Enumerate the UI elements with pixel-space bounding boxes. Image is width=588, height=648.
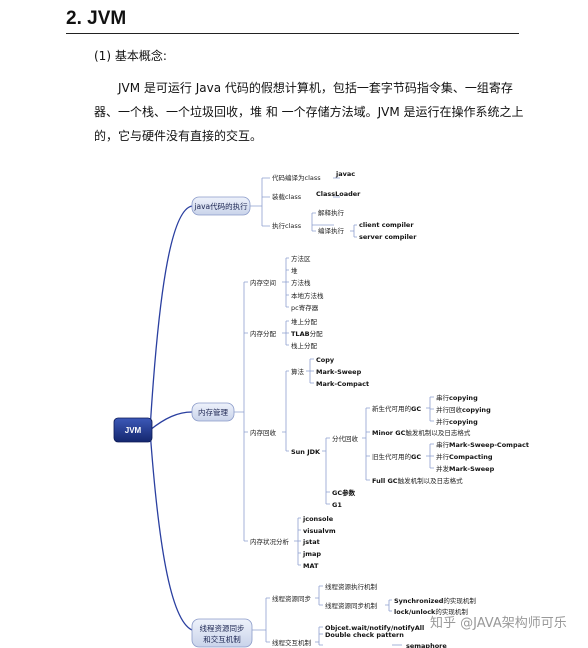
map-item: 栈上分配 bbox=[291, 341, 318, 350]
map-item: 并行copying bbox=[436, 417, 478, 426]
map-item: server compiler bbox=[359, 233, 417, 241]
map-item: Synchronized的实现机制 bbox=[394, 596, 476, 605]
root-label: JVM bbox=[125, 426, 142, 435]
map-item: Mark-Sweep bbox=[316, 368, 362, 376]
map-item: 本地方法栈 bbox=[291, 291, 324, 300]
map-item: jstat bbox=[302, 538, 320, 546]
map-item: Mark-Compact bbox=[316, 380, 369, 388]
map-item: 线程资源执行机制 bbox=[325, 582, 378, 591]
main-branches bbox=[149, 205, 193, 631]
map-item: 并行Compacting bbox=[436, 452, 493, 461]
map-item: 内存状况分析 bbox=[250, 537, 290, 546]
map-item: 方法栈 bbox=[291, 278, 311, 287]
map-item: jconsole bbox=[302, 515, 334, 523]
map-item: 线程资源同步机制 bbox=[325, 601, 378, 610]
map-item: javac bbox=[335, 170, 355, 178]
node-thread-sync-label-1: 线程资源同步 bbox=[200, 623, 245, 633]
map-item: pc寄存器 bbox=[291, 303, 319, 312]
paragraph: JVM 是可运行 Java 代码的假想计算机，包括一套字节码指令集、一组寄存器、… bbox=[94, 76, 524, 148]
map-item: 编译执行 bbox=[318, 226, 345, 235]
sub-branches bbox=[234, 177, 434, 646]
map-item: semaphore bbox=[406, 642, 447, 648]
node-memory-management: 内存管理 bbox=[191, 402, 235, 422]
map-item: Full GC触发机制以及日志格式 bbox=[372, 476, 463, 485]
map-item: jmap bbox=[302, 550, 321, 558]
map-item: ClassLoader bbox=[316, 190, 361, 198]
map-item: 并行回收copying bbox=[436, 405, 491, 414]
section-heading: 2. JVM bbox=[66, 8, 127, 29]
heading-rule bbox=[66, 33, 519, 34]
node-thread-sync-label-2: 和交互机制 bbox=[203, 634, 241, 644]
node-java-execution-label: java代码的执行 bbox=[193, 201, 248, 211]
map-item: client compiler bbox=[359, 221, 414, 229]
map-item: G1 bbox=[332, 501, 342, 509]
node-thread-sync: 线程资源同步 和交互机制 bbox=[191, 618, 253, 648]
node-java-execution: java代码的执行 bbox=[191, 196, 251, 216]
map-item: 内存回收 bbox=[250, 428, 277, 437]
map-item: 装载class bbox=[272, 192, 302, 201]
map-item: 算法 bbox=[291, 367, 305, 376]
map-item: 线程交互机制 bbox=[272, 638, 312, 647]
subheading: (1) 基本概念: bbox=[94, 49, 167, 63]
map-item: MAT bbox=[303, 562, 319, 570]
map-item: 线程资源同步 bbox=[272, 594, 312, 603]
map-item: 方法区 bbox=[291, 254, 311, 263]
map-item: 新生代可用的GC bbox=[372, 404, 421, 413]
map-item: Sun JDK bbox=[291, 448, 321, 456]
map-item: 旧生代可用的GC bbox=[372, 452, 421, 461]
map-item: 分代回收 bbox=[332, 434, 359, 443]
paragraph-text: JVM 是可运行 Java 代码的假想计算机，包括一套字节码指令集、一组寄存器、… bbox=[94, 81, 524, 143]
map-item: Double check pattern bbox=[325, 631, 404, 639]
map-item: GC参数 bbox=[332, 488, 356, 497]
map-item: Minor GC触发机制以及日志格式 bbox=[372, 428, 471, 437]
map-item: 串行copying bbox=[436, 393, 478, 402]
map-item: 内存分配 bbox=[250, 329, 277, 338]
map-item: 解释执行 bbox=[318, 208, 345, 217]
watermark: 知乎 @JAVA架构师可乐 bbox=[430, 615, 567, 631]
map-item: 串行Mark-Sweep-Compact bbox=[436, 440, 529, 449]
map-item: Copy bbox=[316, 356, 335, 364]
map-item: 代码编译为class bbox=[272, 173, 321, 182]
map-item: Objcet.wait/notify/notifyAll bbox=[325, 624, 424, 632]
node-memory-management-label: 内存管理 bbox=[198, 407, 228, 417]
map-item: 堆 bbox=[291, 266, 298, 275]
map-item: 执行class bbox=[272, 221, 302, 230]
root-node: JVM bbox=[113, 417, 153, 443]
map-item: 堆上分配 bbox=[291, 317, 318, 326]
map-item: 内存空间 bbox=[250, 278, 276, 287]
map-item: TLAB分配 bbox=[291, 329, 323, 338]
map-item: visualvm bbox=[303, 527, 336, 535]
map-item: 并发Mark-Sweep bbox=[436, 464, 495, 473]
map-item: lock/unlock的实现机制 bbox=[394, 607, 468, 616]
